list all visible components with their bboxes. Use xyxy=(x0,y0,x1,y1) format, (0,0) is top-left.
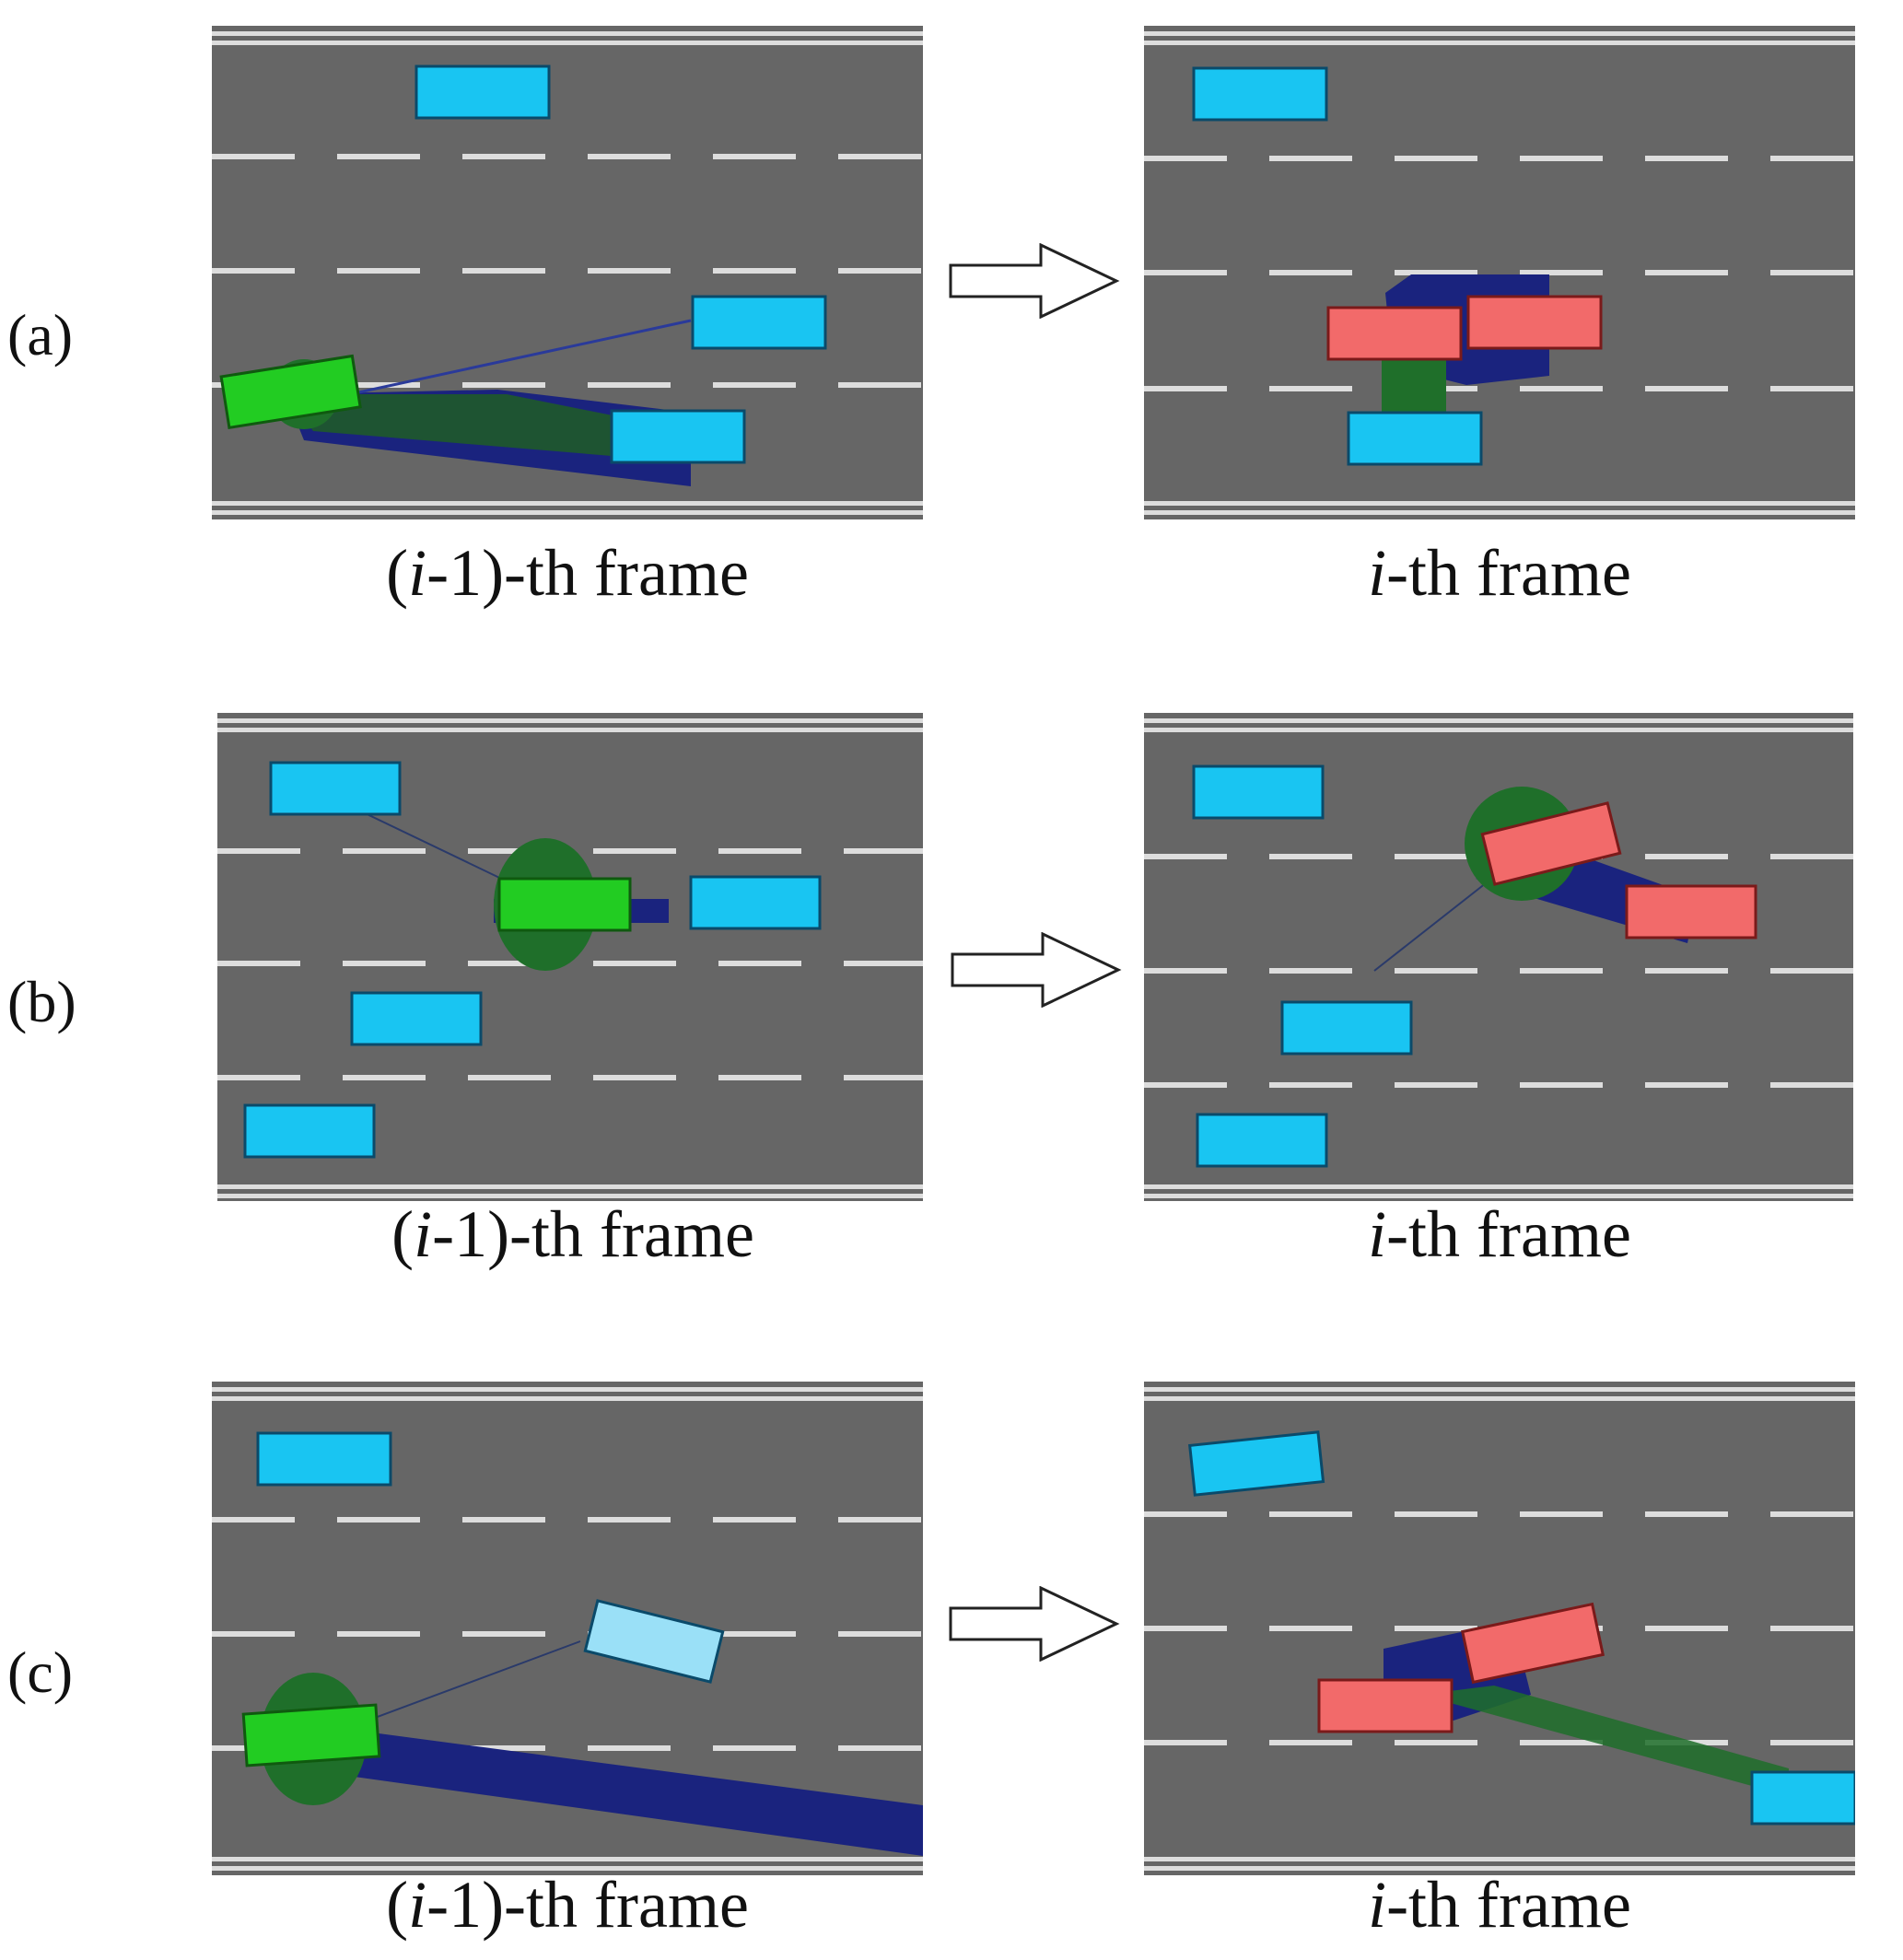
caption-a-prev: (i-1)-th frame xyxy=(386,536,749,610)
frame-b-prev xyxy=(217,713,923,1201)
road-scene-a-curr xyxy=(1144,26,1855,519)
row-label-b: (b) xyxy=(7,969,76,1034)
vehicle-blue xyxy=(1192,66,1328,122)
vehicle-blue xyxy=(1750,1770,1855,1826)
road-scene-b-curr xyxy=(1144,713,1853,1201)
vehicle-collision-red xyxy=(1625,884,1757,939)
row-label-a: (a) xyxy=(7,302,74,368)
vehicle-blue xyxy=(689,875,822,930)
vehicle-collision-red xyxy=(1460,1602,1605,1685)
link-line xyxy=(1373,869,1504,972)
trajectory-green xyxy=(1420,1686,1789,1796)
vehicle-blue xyxy=(1196,1113,1328,1168)
road-scene-a-prev xyxy=(212,26,923,519)
vehicle-collision-red xyxy=(1466,295,1603,350)
arrow-right-icon xyxy=(949,1586,1120,1662)
vehicle-blue xyxy=(256,1431,392,1487)
link-line xyxy=(349,319,692,396)
road-scene-b-prev xyxy=(217,713,923,1201)
vehicle-collision-red xyxy=(1480,801,1622,886)
vehicle-blue xyxy=(1347,411,1483,466)
road-scene-c-curr xyxy=(1144,1382,1855,1875)
vehicle-blue xyxy=(350,991,483,1046)
caption-c-curr: i-th frame xyxy=(1368,1868,1631,1942)
caption-b-prev: (i-1)-th frame xyxy=(391,1197,754,1271)
vehicle-blue xyxy=(414,64,551,120)
ego-vehicle-green xyxy=(241,1703,381,1768)
frame-c-prev xyxy=(212,1382,923,1875)
vehicle-blue xyxy=(1188,1430,1325,1497)
frame-b-curr xyxy=(1144,713,1853,1201)
road-scene-c-prev xyxy=(212,1382,923,1875)
vehicle-collision-red xyxy=(1317,1678,1454,1733)
trajectory-green xyxy=(286,394,645,459)
caption-b-curr: i-th frame xyxy=(1368,1197,1631,1271)
arrow-right-icon xyxy=(949,243,1120,319)
arrow-right-icon xyxy=(951,932,1122,1008)
vehicle-blue xyxy=(583,1599,725,1684)
vehicle-collision-red xyxy=(1326,306,1463,361)
frame-a-prev xyxy=(212,26,923,519)
row-label-c: (c) xyxy=(7,1639,74,1705)
frame-c-curr xyxy=(1144,1382,1855,1875)
vehicle-blue xyxy=(269,761,402,816)
ego-vehicle-green xyxy=(497,877,632,932)
ego-vehicle-green xyxy=(219,354,362,430)
vehicle-blue xyxy=(1192,764,1325,820)
vehicle-blue xyxy=(691,295,827,350)
caption-c-prev: (i-1)-th frame xyxy=(386,1868,749,1942)
vehicle-blue xyxy=(1280,1000,1413,1056)
caption-a-curr: i-th frame xyxy=(1368,536,1631,610)
frame-a-curr xyxy=(1144,26,1855,519)
vehicle-blue xyxy=(610,409,746,464)
trajectory-shadow xyxy=(295,1722,923,1856)
vehicle-blue xyxy=(243,1103,376,1159)
